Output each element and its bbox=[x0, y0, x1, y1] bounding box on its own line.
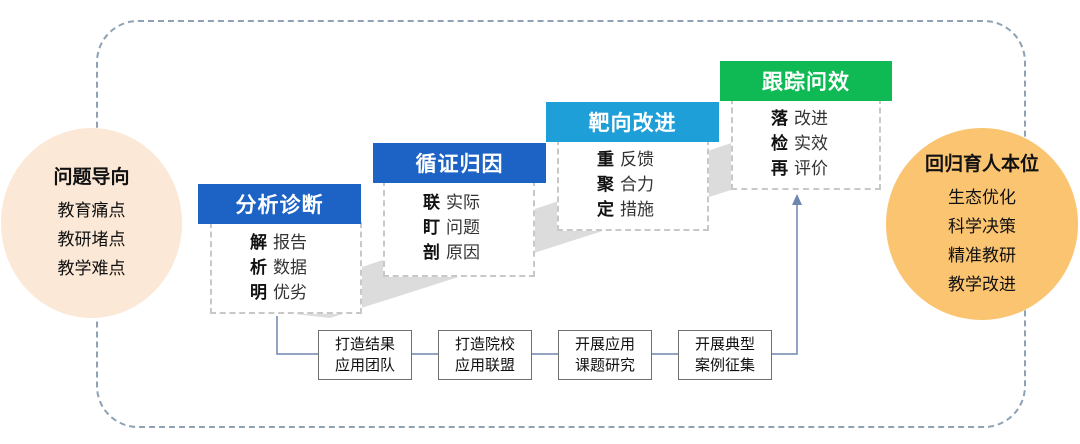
right-circle-title: 回归育人本位 bbox=[924, 152, 1039, 175]
step-value: 实际 bbox=[446, 193, 480, 213]
problem-orientation-circle: 问题导向 教育痛点 教研堵点 教学难点 bbox=[1, 128, 182, 318]
step-1-detail-box: 解报告 析数据 明优劣 bbox=[210, 222, 362, 314]
left-circle-item: 教研堵点 bbox=[57, 230, 126, 250]
step-value: 评价 bbox=[794, 158, 828, 179]
step-key: 再 bbox=[771, 158, 788, 179]
bottom-box-line: 开展典型 bbox=[694, 335, 755, 353]
step-key: 重 bbox=[597, 149, 614, 170]
step-4-line: 检实效 bbox=[771, 132, 879, 157]
left-circle-item: 教学难点 bbox=[57, 259, 126, 279]
step-value: 报告 bbox=[273, 232, 307, 253]
step-key: 落 bbox=[771, 108, 788, 129]
step-value: 合力 bbox=[620, 174, 654, 195]
step-3-line: 定措施 bbox=[597, 198, 707, 223]
step-2-title: 循证归因 bbox=[373, 143, 546, 183]
step-2-line: 联实际 bbox=[423, 191, 533, 216]
step-value: 改进 bbox=[794, 108, 828, 129]
step-3-line: 聚合力 bbox=[597, 173, 707, 198]
step-3-detail-box: 重反馈 聚合力 定措施 bbox=[557, 139, 709, 231]
left-circle-item: 教育痛点 bbox=[57, 201, 126, 221]
bottom-box-line: 开展应用 bbox=[574, 335, 635, 353]
step-3-line: 重反馈 bbox=[597, 148, 707, 173]
step-value: 实效 bbox=[794, 133, 828, 154]
step-4-line: 再评价 bbox=[771, 157, 879, 182]
step-value: 措施 bbox=[620, 199, 654, 220]
step-key: 定 bbox=[597, 199, 614, 220]
bottom-box-line: 打造院校 bbox=[454, 335, 515, 353]
bottom-box-3: 开展应用 课题研究 bbox=[558, 330, 652, 380]
bottom-box-1: 打造结果 应用团队 bbox=[318, 330, 412, 380]
step-3-title: 靶向改进 bbox=[546, 102, 719, 142]
step-1-line: 明优劣 bbox=[250, 281, 360, 306]
bottom-box-line: 应用联盟 bbox=[454, 356, 515, 374]
step-value: 原因 bbox=[446, 243, 480, 263]
right-circle-item: 精准教研 bbox=[948, 245, 1016, 266]
step-key: 聚 bbox=[597, 174, 614, 195]
step-value: 优劣 bbox=[273, 282, 307, 303]
step-2-detail-box: 联实际 盯问题 剖原因 bbox=[383, 180, 535, 277]
connector-line bbox=[276, 316, 318, 355]
bottom-box-4: 开展典型 案例征集 bbox=[678, 330, 772, 380]
bottom-box-line: 打造结果 bbox=[334, 335, 395, 353]
right-circle-item: 生态优化 bbox=[948, 187, 1016, 208]
connector-line bbox=[772, 202, 798, 355]
bottom-box-2: 打造院校 应用联盟 bbox=[438, 330, 532, 380]
bottom-box-line: 应用团队 bbox=[334, 356, 395, 374]
step-1-line: 解报告 bbox=[250, 231, 360, 256]
right-circle-item: 教学改进 bbox=[948, 274, 1016, 295]
left-circle-title: 问题导向 bbox=[53, 166, 130, 188]
step-4-title: 跟踪问效 bbox=[720, 61, 892, 101]
step-key: 剖 bbox=[423, 243, 440, 263]
step-key: 盯 bbox=[423, 218, 440, 238]
education-goal-circle: 回归育人本位 生态优化 科学决策 精准教研 教学改进 bbox=[886, 128, 1078, 320]
step-value: 问题 bbox=[446, 218, 480, 238]
step-value: 反馈 bbox=[620, 149, 654, 170]
step-value: 数据 bbox=[273, 257, 307, 278]
step-4-detail-box: 落改进 检实效 再评价 bbox=[731, 98, 881, 190]
step-key: 联 bbox=[423, 193, 440, 213]
step-key: 解 bbox=[250, 232, 267, 253]
step-1-line: 析数据 bbox=[250, 256, 360, 281]
step-key: 析 bbox=[250, 257, 267, 278]
step-key: 检 bbox=[771, 133, 788, 154]
bottom-box-line: 课题研究 bbox=[574, 356, 635, 374]
bottom-box-line: 案例征集 bbox=[694, 356, 755, 374]
step-1-title: 分析诊断 bbox=[198, 184, 361, 224]
step-4-line: 落改进 bbox=[771, 107, 879, 132]
step-key: 明 bbox=[250, 282, 267, 303]
step-2-line: 剖原因 bbox=[423, 241, 533, 266]
connector-arrowhead bbox=[792, 194, 802, 205]
right-circle-item: 科学决策 bbox=[948, 216, 1016, 237]
step-2-line: 盯问题 bbox=[423, 216, 533, 241]
